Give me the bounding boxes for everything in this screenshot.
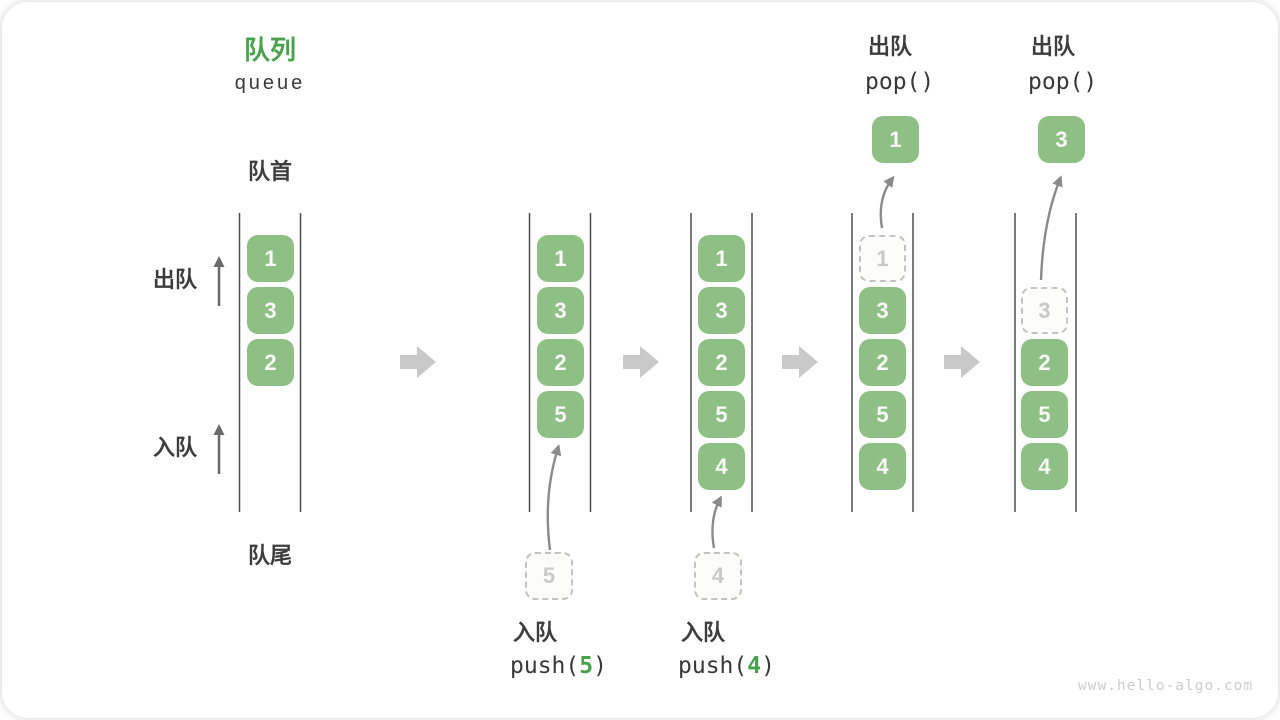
queue-cell: 5 [698, 391, 745, 438]
queue-cell: 5 [859, 391, 906, 438]
label-queue-rear: 队尾 [247, 543, 292, 568]
staging-cell-ghost: 4 [694, 552, 742, 600]
popped-cell: 1 [872, 116, 919, 163]
queue-cell: 4 [859, 443, 906, 490]
code-arg: 4 [747, 653, 762, 679]
popped-cell: 3 [1038, 116, 1085, 163]
staging-cell-ghost: 5 [525, 552, 573, 600]
queue-cell: 3 [247, 287, 294, 334]
op-label-enqueue: 入队 [513, 620, 558, 645]
page-title: 队列 [243, 35, 296, 65]
code-text: push( [678, 653, 748, 679]
right-block-arrow-icon [400, 346, 436, 378]
queue-cell: 2 [1021, 339, 1068, 386]
op-label-dequeue: 出队 [1031, 34, 1076, 59]
queue-cell-ghost: 1 [859, 235, 906, 282]
push-5-arrow-icon [546, 444, 562, 551]
op-code-pop: pop() [865, 69, 935, 95]
queue-cell: 1 [537, 235, 584, 282]
right-block-arrow-icon [782, 346, 818, 378]
queue-cell: 3 [859, 287, 906, 334]
page-subtitle: queue [234, 72, 306, 94]
code-text: push( [510, 653, 580, 679]
queue-cell: 2 [247, 339, 294, 386]
op-label-dequeue: 出队 [868, 34, 913, 59]
pop-1-arrow-icon [879, 175, 895, 229]
queue-cell: 4 [698, 443, 745, 490]
right-block-arrow-icon [944, 346, 980, 378]
queue-cell: 1 [698, 235, 745, 282]
queue-cell: 5 [1021, 391, 1068, 438]
queue-cell: 2 [537, 339, 584, 386]
watermark: www.hello-algo.com [1078, 678, 1254, 694]
code-arg: 5 [579, 653, 594, 679]
queue-cell: 2 [698, 339, 745, 386]
op-code-push-5: push(5) [510, 652, 607, 680]
op-code-push-4: push(4) [678, 652, 775, 680]
code-text: ) [593, 653, 607, 679]
label-enqueue: 入队 [153, 435, 198, 460]
queue-cell: 2 [859, 339, 906, 386]
queue-cell: 4 [1021, 443, 1068, 490]
op-code-pop: pop() [1028, 69, 1098, 95]
queue-walls [238, 213, 1077, 512]
right-block-arrow-icon [623, 346, 659, 378]
op-label-enqueue: 入队 [681, 620, 726, 645]
state-transition-arrows [400, 346, 980, 378]
queue-cell: 3 [698, 287, 745, 334]
push-4-arrow-icon [711, 495, 722, 549]
label-queue-front: 队首 [247, 159, 292, 184]
label-dequeue: 出队 [153, 267, 198, 292]
queue-cell: 5 [537, 391, 584, 438]
queue-cell: 3 [537, 287, 584, 334]
queue-cell-ghost: 3 [1021, 287, 1068, 334]
queue-cell: 1 [247, 235, 294, 282]
code-text: ) [761, 653, 775, 679]
pop-3-arrow-icon [1039, 175, 1063, 281]
